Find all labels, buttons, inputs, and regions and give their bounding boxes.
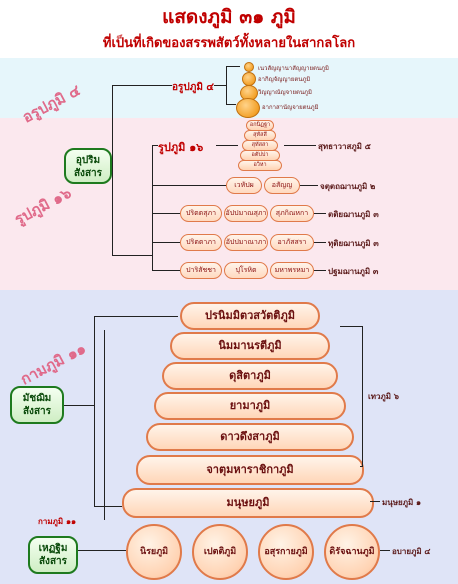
kama-label: กามภูมิ ๑๑ [38, 517, 77, 526]
arupa-orb-2 [242, 72, 256, 86]
arupa-level-3: วิญญาณัญจายตนภูมิ [258, 89, 312, 96]
first-jhana-1: ปาริสัชชา [180, 262, 222, 279]
woeful-level-2: เปตติภูมิ [192, 524, 248, 580]
fourth-jhana-2: อสัญญ [264, 177, 300, 194]
deva-label: เทวภูมิ ๖ [368, 392, 399, 401]
second-jhana-1: ปริตตาภา [180, 234, 222, 251]
fourth-jhana-label: จตุตถฌานภูมิ ๒ [320, 182, 376, 191]
deva-level-2: นิมมานรตีภูมิ [170, 332, 330, 360]
lower-sankhara-box: เหฏฐิม สังสาร [28, 536, 78, 574]
middle-sankhara-box: มัชฌิม สังสาร [10, 386, 64, 424]
lower-sankhara-line-1: เหฏฐิม [38, 543, 68, 554]
page-subtitle: ที่เป็นที่เกิดของสรรพสัตว์ทั้งหลายในสากล… [102, 36, 356, 51]
deva-level-6: จาตุมหาราชิกาภูมิ [136, 455, 364, 485]
woeful-level-3: อสุรกายภูมิ [258, 524, 314, 580]
fourth-jhana-1: เวหัปผ [226, 177, 262, 194]
upper-sankhara-box: อุปริม สังสาร [64, 148, 112, 184]
third-jhana-label: ตติยฌานภูมิ ๓ [328, 210, 379, 219]
human-level: มนุษยภูมิ [122, 488, 374, 518]
third-jhana-2: อัปปมาณสุภา [224, 205, 268, 222]
arupa-level-4: อากาสานัญจายตนภูมิ [262, 104, 319, 111]
first-jhana-label: ปฐมฌานภูมิ ๓ [328, 267, 379, 276]
middle-sankhara-line-2: สังสาร [22, 406, 52, 417]
second-jhana-label: ทุติยฌานภูมิ ๓ [328, 239, 379, 248]
arupa-orb-4 [236, 98, 260, 118]
first-jhana-3: มหาพรหมา [270, 262, 314, 279]
page-title: แสดงภูมิ ๓๑ ภูมิ [162, 6, 296, 28]
first-jhana-2: ปุโรหิต [224, 262, 268, 279]
woeful-label: อบายภูมิ ๔ [392, 547, 431, 556]
upper-sankhara-line-1: อุปริม [75, 155, 101, 166]
deva-level-4: ยามาภูมิ [154, 392, 346, 420]
upper-sankhara-line-2: สังสาร [73, 168, 103, 179]
third-jhana-3: สุภกิณหกา [270, 205, 314, 222]
deva-level-1: ปรนิมมิตวสวัตติภูมิ [180, 302, 320, 330]
third-jhana-1: ปริตตสุภา [180, 205, 222, 222]
arupa-level-2: อากิญจัญญายตนภูมิ [258, 76, 311, 83]
rupa-band [0, 118, 458, 290]
suddhavasa-label: สุทธาวาสภูมิ ๕ [318, 142, 371, 151]
suddhavasa-5: อวิหา [238, 160, 282, 171]
deva-level-3: ดุสิตาภูมิ [162, 362, 338, 390]
woeful-level-4: ดิรัจฉานภูมิ [324, 524, 380, 580]
arupa-level-1: เนวสัญญานาสัญญายตนภูมิ [258, 65, 329, 72]
arupa-label: อรูปภูมิ ๔ [172, 82, 214, 93]
lower-sankhara-line-2: สังสาร [38, 556, 68, 567]
arupa-band [0, 58, 458, 118]
arupa-orb-1 [244, 62, 254, 72]
deva-level-5: ดาวดึงสาภูมิ [146, 423, 354, 451]
second-jhana-3: อาภัสสรา [270, 234, 314, 251]
second-jhana-2: อัปปมาณาภา [224, 234, 268, 251]
rupa-label: รูปภูมิ ๑๖ [158, 141, 204, 154]
woeful-level-1: นิรยภูมิ [126, 524, 182, 580]
human-side-label: มนุษยภูมิ ๑ [382, 498, 422, 507]
middle-sankhara-line-1: มัชฌิม [22, 393, 52, 404]
